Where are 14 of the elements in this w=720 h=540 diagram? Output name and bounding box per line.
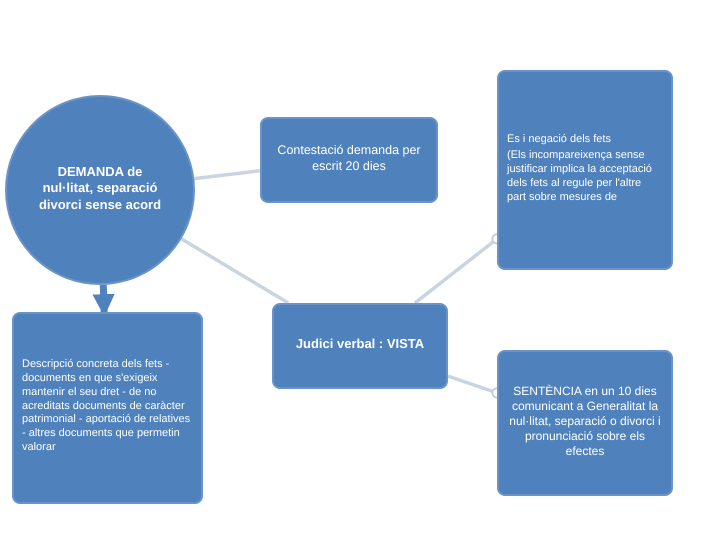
node-text: Judici verbal : VISTA [294, 336, 426, 353]
node-text: Es i negació dels fets [507, 132, 612, 146]
connector-line [180, 237, 290, 304]
process-box [260, 117, 438, 203]
node-text: Contestació demanda per escrit 20 dies [276, 142, 422, 174]
connector-line [194, 168, 260, 180]
process-box [12, 312, 203, 504]
node-text: (Els incompareixença sense justificar implica la acceptació dels fets al regule per l'altre part sobre mesures de [507, 149, 653, 204]
node-text: DEMANDA de nul·litat, separació divorci sense acord [38, 164, 162, 213]
process-box [497, 70, 673, 270]
node-text: SENTÈNCIA en un 10 dies comunicant a Generalitat la nul·litat, separació o divorci i pronunciació sobre els efectes [508, 384, 662, 459]
process-box [272, 303, 448, 389]
node-text: Descripció concreta dels fets - documents en que s'exigeix mantenir el seu dret - de no acreditats documents de caràcter patrimonial - aportació de relatives - altres documents que permetin valorar [22, 358, 192, 455]
process-box [497, 350, 673, 496]
